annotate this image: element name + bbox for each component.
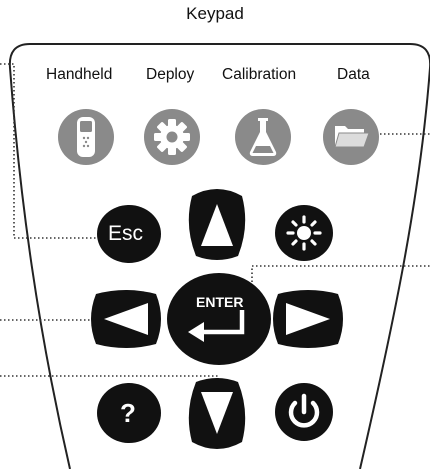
- leader-line-enter: [251, 265, 430, 282]
- label-calibration: Calibration: [222, 66, 297, 83]
- help-key-shape: [97, 383, 161, 443]
- arrow-right-icon: [273, 290, 343, 348]
- arrow-down-icon: [188, 378, 246, 449]
- handheld-key[interactable]: [57, 108, 115, 166]
- enter-key-shape: [167, 273, 271, 365]
- calibration-key[interactable]: [234, 108, 292, 166]
- diagram-title: Keypad: [186, 4, 244, 23]
- leader-line-handheld-esc: [0, 63, 100, 239]
- label-data: Data: [337, 66, 370, 83]
- handheld-icon: [58, 109, 114, 165]
- enter-label: ENTER: [196, 294, 244, 310]
- label-handheld: Handheld: [46, 66, 113, 83]
- help-label: ?: [120, 398, 136, 428]
- folder-icon: [323, 109, 379, 165]
- power-icon: [275, 383, 333, 441]
- backlight-key[interactable]: [274, 204, 334, 262]
- esc-key[interactable]: Esc: [96, 204, 162, 264]
- device-outline: [8, 43, 430, 469]
- sun-icon: [275, 205, 333, 261]
- flask-icon: [235, 109, 291, 165]
- down-key[interactable]: [186, 376, 248, 452]
- return-arrow-icon: [202, 310, 245, 335]
- gear-icon: [144, 109, 200, 165]
- enter-key[interactable]: ENTER: [166, 272, 272, 366]
- right-key[interactable]: [270, 288, 348, 350]
- leader-line-down: [0, 375, 219, 408]
- arrow-left-icon: [91, 290, 161, 348]
- left-key[interactable]: [86, 288, 164, 350]
- esc-key-shape: [97, 205, 161, 263]
- arrow-up-icon: [188, 189, 246, 260]
- up-key[interactable]: [186, 186, 248, 262]
- label-deploy: Deploy: [146, 66, 195, 83]
- power-key[interactable]: [274, 382, 334, 442]
- data-key[interactable]: [322, 108, 380, 166]
- deploy-key[interactable]: [143, 108, 201, 166]
- help-key[interactable]: ?: [96, 382, 162, 444]
- esc-label: Esc: [108, 222, 144, 245]
